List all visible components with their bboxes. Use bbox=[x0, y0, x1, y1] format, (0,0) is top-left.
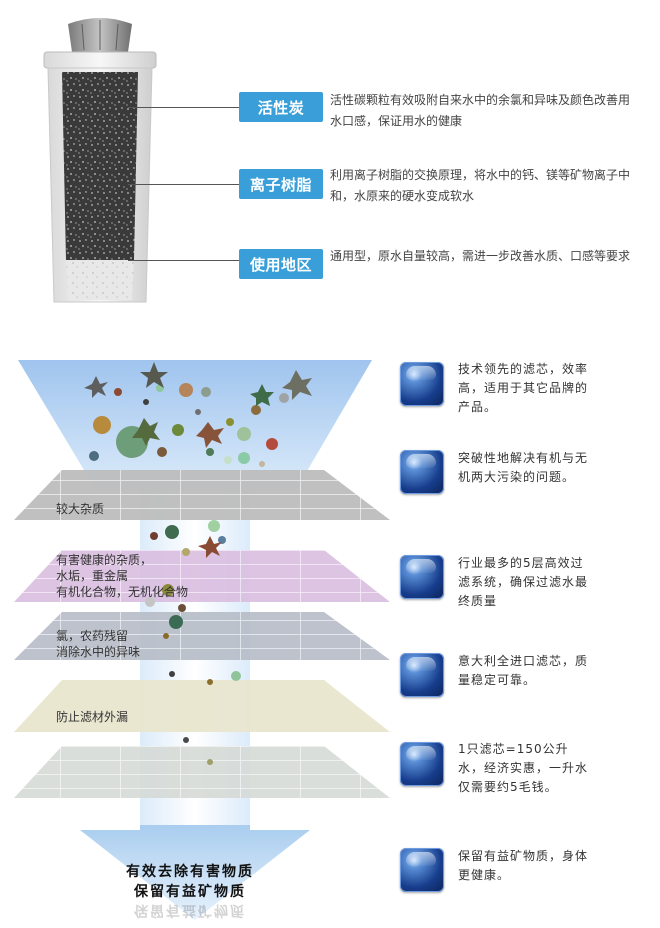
feature-text-breakthrough: 突破性地解决有机与无机两大污染的问题。 bbox=[458, 451, 589, 484]
blue-gem-icon bbox=[400, 653, 444, 697]
cartridge-svg bbox=[43, 18, 157, 303]
desc-ion-resin: 利用离子树脂的交换原理，将水中的钙、镁等矿物离子中和，水原来的硬水变成软水 bbox=[330, 168, 631, 203]
leader-line-region bbox=[128, 260, 240, 261]
blue-gem-icon bbox=[400, 742, 444, 786]
filtration-diagram bbox=[0, 340, 390, 924]
result-line-remove-harmful: 有效去除有害物质 bbox=[126, 864, 254, 880]
feature-text-five-layers: 行业最多的5层高效过滤系统，确保过滤水最终质量 bbox=[458, 556, 589, 608]
feature-text-leading-tech: 技术领先的滤芯，效率高，适用于其它品牌的产品。 bbox=[458, 362, 589, 414]
result-line-keep-minerals: 保留有益矿物质 bbox=[134, 884, 246, 900]
tag-ion-resin: 离子树脂 bbox=[239, 169, 323, 199]
column-particles bbox=[145, 520, 241, 765]
stage-label-harmful-impurities: 有害健康的杂质， 水垢，重金属 有机化合物，无机化合物 bbox=[56, 553, 189, 599]
filter-cartridge-illustration bbox=[30, 10, 170, 305]
tag-activated-carbon: 活性炭 bbox=[239, 92, 323, 122]
feature-text-keep-minerals: 保留有益矿物质，身体更健康。 bbox=[458, 849, 589, 882]
tag-usage-region: 使用地区 bbox=[239, 249, 323, 279]
blue-gem-icon bbox=[400, 450, 444, 494]
leader-line-carbon bbox=[128, 107, 240, 108]
desc-usage-region: 通用型，原水自量较高，需进一步改善水质、口感等要求 bbox=[330, 249, 631, 263]
blue-gem-icon bbox=[400, 362, 444, 406]
impurity-particles bbox=[84, 362, 312, 467]
blue-gem-icon bbox=[400, 555, 444, 599]
result-line-reflection: 保留有益矿物质 bbox=[134, 902, 246, 918]
stage-label-large-impurities: 较大杂质 bbox=[56, 502, 105, 516]
stage-label-chlorine-pesticide: 氯，农药残留 消除水中的异味 bbox=[56, 629, 141, 659]
blue-gem-icon bbox=[400, 848, 444, 892]
stage-label-prevent-leak: 防止滤材外漏 bbox=[56, 710, 129, 724]
feature-text-economy: 1只滤芯=150公升水，经济实惠，一升水仅需要约5毛钱。 bbox=[458, 742, 589, 794]
leader-line-resin bbox=[128, 184, 240, 185]
filtration-svg bbox=[14, 360, 390, 920]
feature-text-italy-import: 意大利全进口滤芯，质量稳定可靠。 bbox=[458, 654, 589, 687]
desc-activated-carbon: 活性碳颗粒有效吸附自来水中的余氯和异味及颜色改善用水口感，保证用水的健康 bbox=[330, 93, 631, 128]
